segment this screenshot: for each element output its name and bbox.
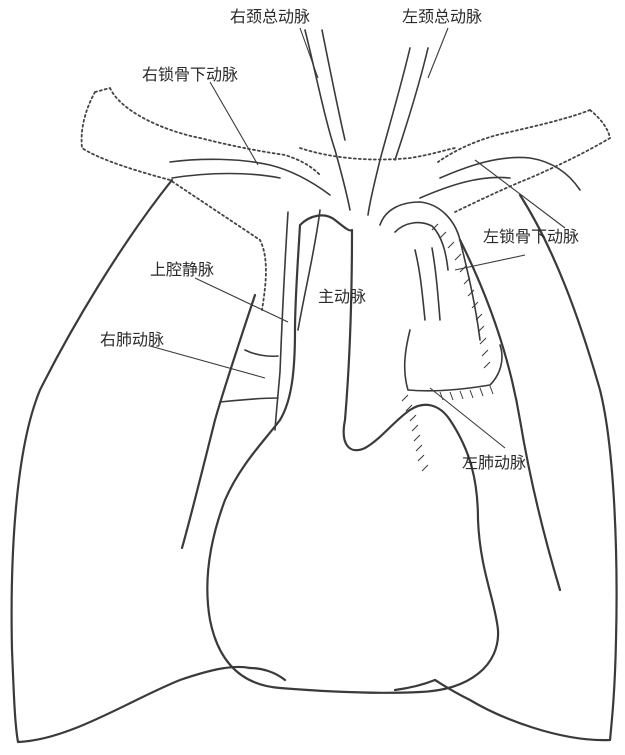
label-superior-vena-cava: 上腔静脉 [150, 260, 214, 279]
diaphragm-left [250, 668, 285, 680]
leader-left-common-carotid [428, 28, 448, 78]
right-pulmonary-artery-lower [220, 398, 278, 402]
right-pulmonary-artery-upper [245, 350, 278, 356]
left-subclavian-vessel-2 [420, 177, 510, 198]
leader-left-pulmonary-artery [430, 388, 505, 448]
left-lung-mediastinal-edge [460, 240, 560, 590]
aortic-arch-inner [395, 223, 448, 270]
diaphragm-right [395, 680, 435, 690]
leader-right-subclavian [210, 82, 258, 165]
left-pulmonary-artery-region [405, 330, 502, 391]
leader-left-subclavian [475, 160, 565, 228]
leader-right-common-carotid [300, 28, 318, 78]
superior-vena-cava-outline-2 [298, 210, 320, 330]
label-left-subclavian: 左锁骨下动脉 [483, 227, 579, 246]
label-right-subclavian: 右锁骨下动脉 [142, 65, 238, 84]
label-right-pulmonary-artery: 右肺动脉 [100, 330, 164, 349]
midline-dotted [300, 148, 455, 160]
aortic-arch-loop [415, 248, 440, 320]
aortic-arch-outline [380, 202, 480, 340]
label-aorta: 主动脉 [318, 287, 366, 306]
left-subclavian-vessel [440, 157, 580, 190]
right-subclavian-vessel-2 [172, 174, 280, 179]
leader-superior-vena-cava [195, 278, 288, 322]
label-left-pulmonary-artery: 左肺动脉 [462, 453, 526, 472]
left-common-carotid-vessel-2 [395, 48, 428, 160]
right-lung-outline [12, 180, 250, 742]
label-right-common-carotid: 右颈总动脉 [230, 7, 310, 26]
right-common-carotid-vessel-2 [322, 30, 345, 140]
right-lung-mediastinal-edge [182, 295, 255, 548]
label-left-common-carotid: 左颈总动脉 [402, 7, 482, 26]
